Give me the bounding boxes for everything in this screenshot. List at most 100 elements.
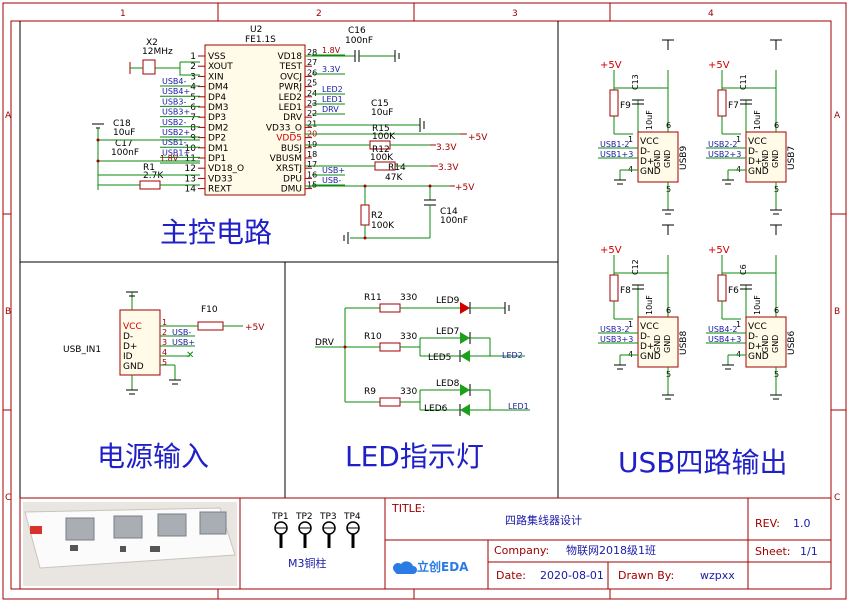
- led5-ref: LED5: [428, 353, 451, 363]
- u2-pin-name: LED1: [279, 103, 302, 113]
- logo-text: 立创EDA: [417, 559, 469, 574]
- usb-pin-dp: D+: [748, 157, 762, 167]
- u2-pin-num: 7: [190, 113, 196, 123]
- r10-value: 330: [400, 332, 417, 342]
- usb-net-dm: USB2-2: [708, 140, 738, 149]
- usb-net-dp: USB3+3: [600, 335, 633, 344]
- u2-pin-num: 27: [307, 58, 317, 67]
- usb-pin-vcc: VCC: [640, 322, 659, 332]
- u2-pin-name: REXT: [208, 185, 232, 195]
- usb-net-dm: USB3-2: [600, 325, 630, 334]
- usb-net-dp: USB4+3: [708, 335, 741, 344]
- usb-port-usb8: +5VF8C1210uFVCCD-D+GNDUSB8GNDGND1465USB3…: [598, 224, 689, 400]
- usb-pin-num-5: 5: [774, 370, 779, 379]
- usb-ref: USB9: [679, 146, 689, 170]
- u2-pin-name: DMU: [281, 185, 302, 195]
- cap-value: 10uF: [645, 110, 654, 130]
- cap-ref: C6: [739, 264, 748, 275]
- rev-label: REV:: [755, 517, 780, 530]
- fuse-ref: F8: [620, 286, 631, 296]
- u2-pin-num: 13: [185, 174, 196, 184]
- col-label-2: 2: [316, 9, 322, 19]
- usb-in-net-label: USB+: [172, 338, 195, 347]
- test-point-label: TP4: [343, 512, 361, 522]
- cap-value: 10uF: [753, 295, 762, 315]
- test-point-label: TP3: [319, 512, 337, 522]
- x2-value: 12MHz: [142, 47, 173, 57]
- usb-in-connector: USB_IN1: [63, 291, 181, 395]
- r14-ref: R14: [388, 163, 406, 173]
- company-label: Company:: [494, 544, 549, 557]
- u2-pin-name: DPU: [283, 174, 302, 184]
- u2-pin-num: 4: [190, 83, 196, 93]
- left-net-label: USB4-: [162, 77, 187, 86]
- p33-label-a: 3.3V: [436, 143, 457, 153]
- led-circuit: DRV R11 330 R10 330 R9 330 LED9: [315, 293, 530, 416]
- date-value: 2020-08-01: [540, 569, 604, 582]
- c16-c15: C16 100nF C15 10uF +5V: [305, 26, 488, 143]
- section-title-main: 主控电路: [160, 216, 272, 249]
- board-photo: [23, 502, 237, 586]
- r12-value: 100K: [370, 153, 394, 163]
- usb-pin-gnd: GND: [640, 352, 661, 362]
- usb-pin-num-5: 5: [774, 185, 779, 194]
- u2-pin-name: VD33: [208, 174, 233, 184]
- r15-r12-r14-r2-c14: R15 100K 3.3V R12 100K R14 47K 3.3V +5V …: [305, 124, 475, 244]
- usb-pin-num-6: 6: [774, 121, 779, 130]
- c17-value: 100nF: [111, 148, 139, 158]
- usb-pin-gnd-side-1: GND: [663, 150, 672, 168]
- c17-ref: C17: [115, 139, 133, 149]
- led6-ref: LED6: [424, 404, 448, 414]
- u2-pin-name: XIN: [208, 72, 224, 82]
- usb-net-dp: USB2+3: [708, 150, 741, 159]
- left-net-label: USB1-: [162, 138, 187, 147]
- right-net-label: 3.3V: [322, 65, 341, 74]
- right-net-label: DRV: [322, 105, 339, 114]
- photo-usb-4: [199, 511, 227, 535]
- u2-pin-num: 14: [185, 185, 197, 195]
- u2-pin-name: VDD5: [276, 134, 302, 144]
- led-net-led1: LED1: [508, 402, 529, 411]
- usb-pin-gnd-side-1: GND: [771, 150, 780, 168]
- usb-ref: USB6: [787, 331, 797, 355]
- u2-pin-name: OVCJ: [280, 72, 302, 82]
- u2-pin-num: 2: [190, 62, 196, 72]
- usb-in-ref: USB_IN1: [63, 345, 101, 355]
- usb-ref: USB8: [679, 331, 689, 355]
- u2-pin-name: DP3: [208, 113, 226, 123]
- c18-c17-r1: C18 10uF C17 100nF R1 2.7K: [92, 119, 200, 190]
- usb-in-pin-name: GND: [123, 362, 144, 372]
- usb-pin-num-6: 6: [666, 306, 671, 315]
- usb-pin-gnd-side-1: GND: [663, 335, 672, 353]
- right-net-label: USB-: [322, 176, 341, 185]
- u2-pin-name: XOUT: [208, 62, 233, 72]
- frame-ticks: [3, 3, 846, 599]
- u2-pin-name: DM3: [208, 103, 228, 113]
- right-net-label: LED2: [322, 85, 343, 94]
- u2-pin-name: DM4: [208, 83, 229, 93]
- section-title-power: 电源输入: [97, 440, 209, 473]
- usb-in-pin-num: 2: [162, 328, 167, 337]
- p5v-label: +5V: [708, 245, 730, 256]
- sheet-label: Sheet:: [755, 545, 791, 558]
- rev-value: 1.0: [793, 517, 811, 530]
- u2-ref: U2: [250, 25, 262, 35]
- date-label: Date:: [496, 569, 526, 582]
- title-block: TITLE: 四路集线器设计 REV: 1.0 Company: 物联网2018…: [19, 497, 832, 590]
- u2-pin-name: DRV: [283, 113, 303, 123]
- sheet-value: 1/1: [800, 545, 818, 558]
- crystal-x2: X2 12MHz: [129, 38, 200, 76]
- row-label-c: C: [5, 493, 11, 503]
- row-label-b: B: [5, 307, 11, 317]
- row-label-a-right: A: [834, 111, 841, 121]
- usb-pin-vcc: VCC: [748, 137, 767, 147]
- usb-port-usb6: +5VF6C610uFVCCD-D+GNDUSB6GNDGND1465USB4-…: [706, 224, 797, 400]
- r1-value: 2.7K: [143, 171, 164, 181]
- cap-ref: C12: [631, 259, 640, 275]
- cap-value: 10uF: [753, 110, 762, 130]
- u2-pin-name: DP1: [208, 154, 226, 164]
- u2-pin-num: 25: [307, 79, 317, 88]
